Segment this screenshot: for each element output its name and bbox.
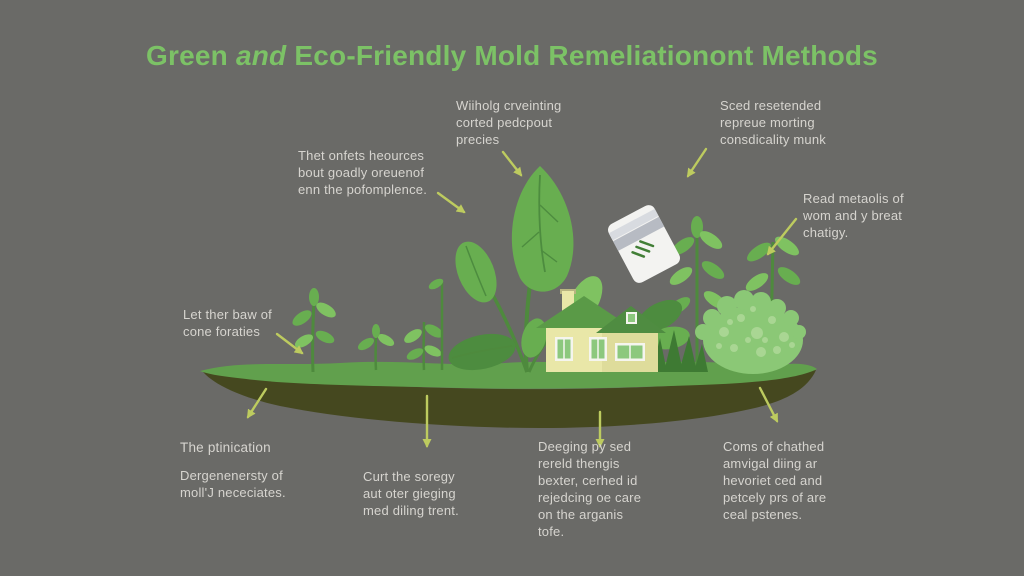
- annotation-arrow: [436, 191, 466, 214]
- soil-layer-icon: [200, 361, 817, 428]
- annotation-arrow: [686, 147, 708, 178]
- eco-product-box-icon: [608, 205, 680, 283]
- sprout-icon: [292, 288, 444, 373]
- annotation-top-center: Wiiholg crveinting corted pedcpout preci…: [456, 98, 562, 147]
- annotation-arrow: [246, 387, 268, 419]
- annotation-bottom-2: Curt the soregy aut oter gieging med dil…: [363, 469, 459, 518]
- title-part-1: Green: [146, 40, 228, 71]
- annotation-mid-left: Let ther baw of cone foraties: [183, 307, 272, 339]
- shrub-icon: [637, 216, 801, 371]
- annotation-bottom-1-body: Dergenenersty of moll'J nececiates.: [180, 468, 286, 500]
- annotation-arrow: [275, 332, 304, 355]
- title-conjunction: and: [235, 40, 287, 71]
- annotation-bottom-3: Deeging py sed rereld thengis bexter, ce…: [538, 439, 642, 539]
- annotation-right: Read metaolis of wom and y breat chatigy…: [803, 191, 904, 240]
- annotation-top-left: Thet onfets heources bout goadly oreueno…: [298, 148, 428, 197]
- annotation-bottom-4: Coms of chathed amvigal diing ar hevorie…: [723, 439, 827, 522]
- title-part-2: Eco-Friendly Mold Remeliationont Methods: [294, 40, 878, 71]
- annotation-top-right: Sced resetended repreue morting consdica…: [720, 98, 826, 147]
- annotation-bottom-1-title: The ptinication: [180, 440, 271, 455]
- house-icon: [536, 289, 666, 372]
- annotation-arrows: [246, 147, 798, 448]
- annotation-arrow: [501, 150, 523, 177]
- annotation-arrow: [766, 217, 798, 256]
- annotation-arrow: [758, 386, 779, 423]
- polka-dot-bush-icon: [695, 290, 806, 374]
